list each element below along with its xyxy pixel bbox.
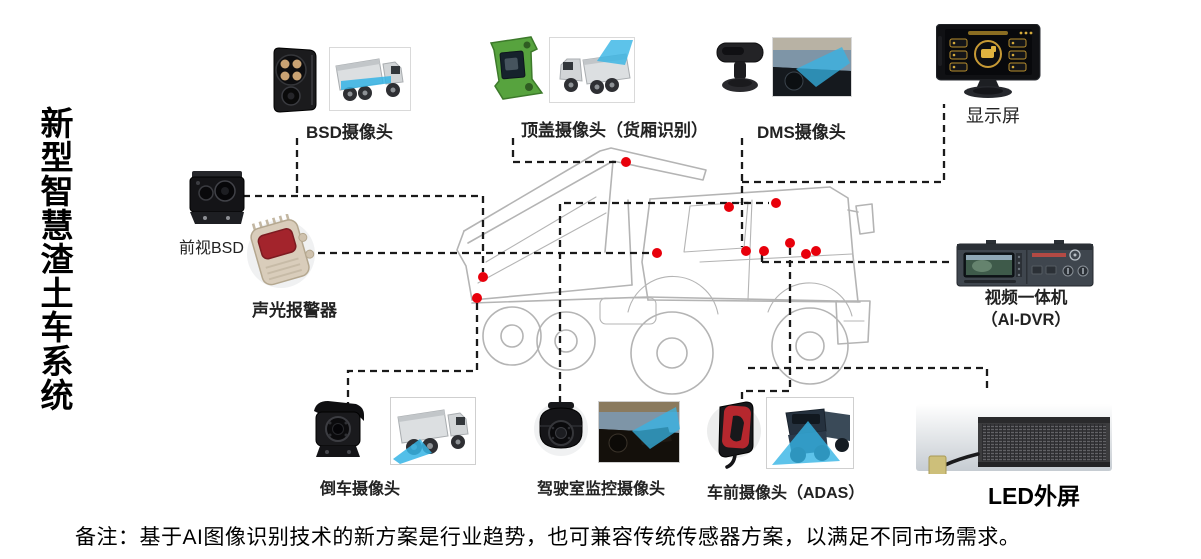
display-screen-label: 显示屏 (966, 106, 1020, 126)
front-bsd-label: 前视BSD (179, 240, 244, 257)
display-screen-image (936, 24, 1042, 100)
sensor-dot (771, 198, 781, 208)
cabin-view-thumb (598, 401, 680, 463)
led-screen-label: LED外屏 (988, 483, 1080, 509)
sensor-dot (741, 246, 751, 256)
page-title-vertical: 新型智慧渣土车系统 (36, 106, 73, 412)
connection-lines (243, 104, 989, 410)
top-cover-camera-image (481, 35, 547, 103)
alarm-device-image (244, 214, 318, 292)
sensor-dot (801, 249, 811, 259)
rear-camera-image (310, 399, 368, 461)
rear-camera-label: 倒车摄像头 (320, 481, 401, 498)
front-camera-thumb (766, 397, 854, 469)
sensor-dots (472, 157, 821, 303)
bsd-truck-thumb (329, 47, 411, 111)
sensor-dot (785, 238, 795, 248)
top-cover-truck-thumb (549, 37, 635, 103)
bsd-camera-image (266, 45, 324, 115)
rear-camera-thumb (390, 397, 476, 465)
dvr-label: 视频一体机 (984, 289, 1068, 307)
truck-diagram (456, 147, 875, 395)
top-cover-camera-label: 顶盖摄像头（货厢识别） (521, 121, 708, 140)
sensor-dot (811, 246, 821, 256)
dvr-device-image (956, 240, 1094, 290)
sensor-dot (472, 293, 482, 303)
dvr-sublabel: （AI-DVR） (981, 311, 1071, 330)
dms-camera-label: DMS摄像头 (757, 123, 846, 142)
front-camera-label: 车前摄像头（ADAS） (707, 485, 865, 502)
sensor-dot (478, 272, 488, 282)
front-camera-image (706, 397, 764, 471)
alarm-label: 声光报警器 (252, 301, 337, 320)
sensor-dot (621, 157, 631, 167)
front-bsd-camera-image (186, 169, 248, 227)
note-text: 备注：基于AI图像识别技术的新方案是行业趋势，也可兼容传统传感器方案，以满足不同… (75, 526, 1021, 549)
sensor-dot (652, 248, 662, 258)
cabin-camera-label: 驾驶室监控摄像头 (537, 481, 666, 498)
bsd-camera-label: BSD摄像头 (306, 123, 393, 142)
cabin-camera-image (532, 400, 590, 458)
sensor-dot (724, 202, 734, 212)
dms-view-thumb (772, 37, 852, 97)
led-screen-image (916, 404, 1112, 474)
dms-camera-image (710, 37, 768, 97)
sensor-dot (759, 246, 769, 256)
